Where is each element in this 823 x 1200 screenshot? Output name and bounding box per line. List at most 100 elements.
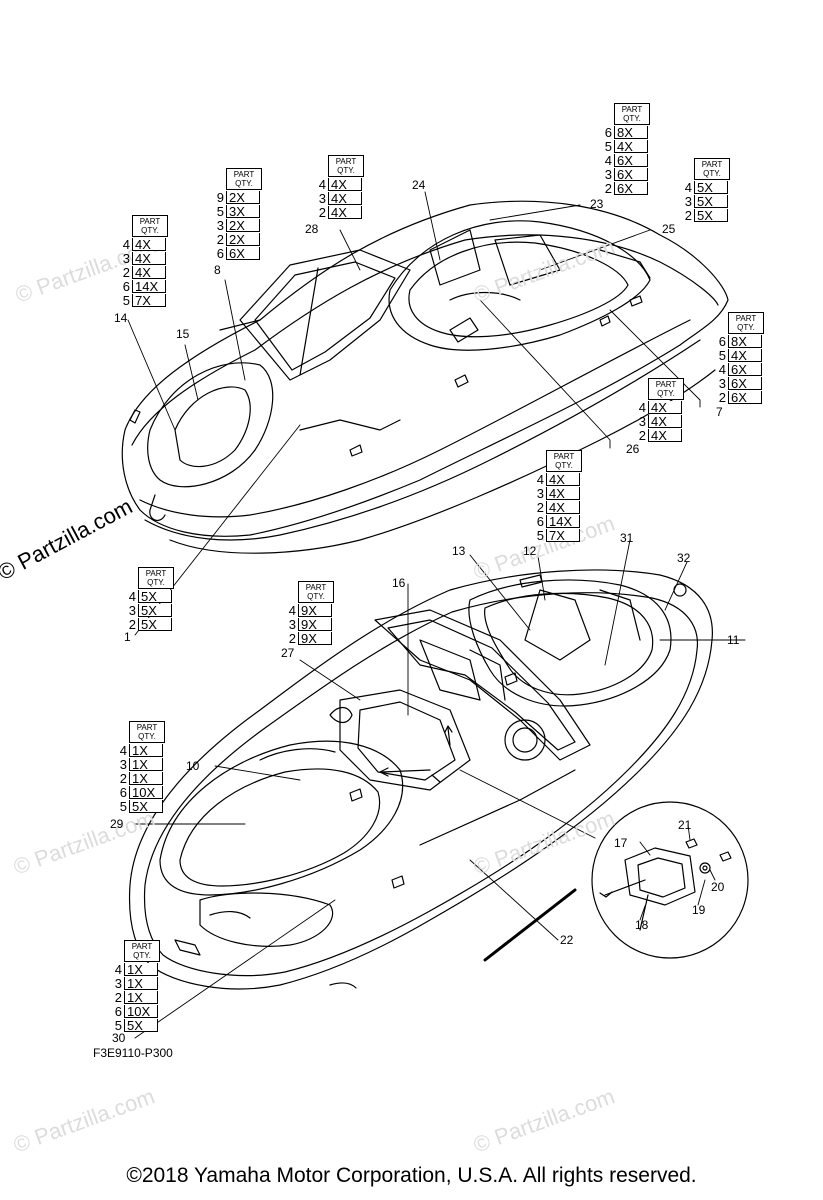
callout-1: 1 xyxy=(124,630,131,644)
part-table-header-label: QTY. xyxy=(133,951,151,960)
part-quantity: 4X xyxy=(648,400,682,414)
part-number: 3 xyxy=(638,413,646,429)
part-number: 2 xyxy=(216,231,224,247)
part-number: 3 xyxy=(288,616,296,632)
part-table-header-label: QTY. xyxy=(147,578,165,587)
part-number: 3 xyxy=(128,602,136,618)
part-table-header-label: PART xyxy=(621,105,643,114)
part-number: 2 xyxy=(718,389,726,405)
callout-23: 23 xyxy=(590,197,604,211)
part-number: 4 xyxy=(114,961,122,977)
part-number: 4 xyxy=(684,179,692,195)
part-quantity: 5X xyxy=(138,589,172,603)
part-quantity: 1X xyxy=(129,743,163,757)
callout-16: 16 xyxy=(392,576,406,590)
part-number: 2 xyxy=(128,616,136,632)
part-quantity: 9X xyxy=(298,617,332,631)
part-number: 6 xyxy=(122,278,130,294)
part-number: 2 xyxy=(114,989,122,1005)
callout-11: 11 xyxy=(727,633,740,647)
callout-19: 19 xyxy=(692,903,706,917)
part-number: 2 xyxy=(684,207,692,223)
part-number: 4 xyxy=(122,236,130,252)
part-quantity: 5X xyxy=(138,603,172,617)
part-quantity: 2X xyxy=(226,232,260,246)
part-number: 3 xyxy=(122,250,130,266)
part-table-header-label: PART xyxy=(233,170,255,179)
part-table-header-label: QTY. xyxy=(657,389,675,398)
part-table-header-label: PART xyxy=(305,583,327,592)
part-quantity: 3X xyxy=(226,204,260,218)
part-table-header-label: PART xyxy=(735,314,757,323)
callout-10: 10 xyxy=(186,759,200,773)
part-number: 6 xyxy=(718,333,726,349)
callout-25: 25 xyxy=(662,222,676,236)
part-number: 5 xyxy=(119,798,127,814)
part-number: 3 xyxy=(718,375,726,391)
callout-28: 28 xyxy=(305,222,319,236)
part-number: 2 xyxy=(119,770,127,786)
callout-14: 14 xyxy=(114,311,128,325)
part-quantity: 5X xyxy=(138,617,172,631)
part-quantity: 14X xyxy=(132,279,166,293)
part-table-header-label: QTY. xyxy=(737,323,755,332)
part-quantity: 4X xyxy=(328,205,362,219)
part-table-header-label: PART xyxy=(136,723,158,732)
part-number: 4 xyxy=(128,588,136,604)
part-number: 5 xyxy=(604,138,612,154)
part-quantity: 4X xyxy=(132,237,166,251)
part-quantity: 4X xyxy=(614,139,648,153)
callout-26: 26 xyxy=(626,442,640,456)
part-quantity: 1X xyxy=(124,976,158,990)
part-number: 3 xyxy=(119,756,127,772)
part-quantity: 4X xyxy=(728,348,762,362)
detail-inset-drawing xyxy=(591,801,749,959)
part-number: 9 xyxy=(216,189,224,205)
part-number: 4 xyxy=(318,176,326,192)
callout-24: 24 xyxy=(412,178,426,192)
part-table-header-label: QTY. xyxy=(555,461,573,470)
part-quantity: 6X xyxy=(614,167,648,181)
